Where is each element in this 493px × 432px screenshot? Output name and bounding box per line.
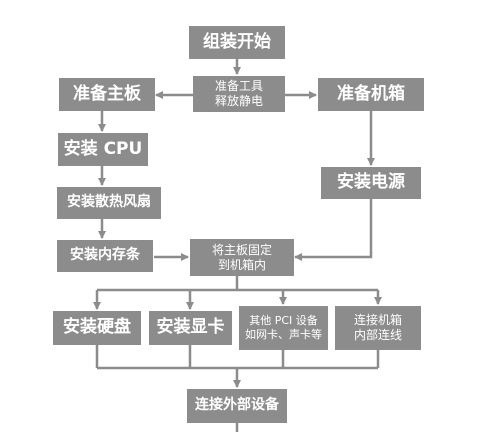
node-connect-case-wiring: 连接机箱 内部连线: [335, 306, 421, 350]
node-install-cpu: 安装 CPU: [58, 133, 148, 166]
node-install-hdd: 安装硬盘: [53, 311, 141, 345]
node-install-fan: 安装散热风扇: [57, 187, 161, 219]
node-prepare-case: 准备机箱: [318, 78, 424, 111]
node-connect-external: 连接外部设备: [187, 389, 287, 423]
node-install-psu: 安装电源: [321, 167, 421, 199]
node-install-ram: 安装内存条: [57, 240, 153, 272]
node-assembly-start: 组装开始: [189, 26, 285, 59]
node-prepare-motherboard: 准备主板: [59, 78, 155, 111]
node-install-gpu: 安装显卡: [149, 311, 232, 345]
node-prepare-tools: 准备工具 释放静电: [193, 76, 285, 112]
node-other-pci-devices: 其他 PCI 设备 如网卡、声卡等: [239, 306, 328, 350]
node-fix-motherboard: 将主板固定 到机箱内: [190, 239, 294, 276]
arrow-psu-to-fix: [294, 199, 373, 261]
